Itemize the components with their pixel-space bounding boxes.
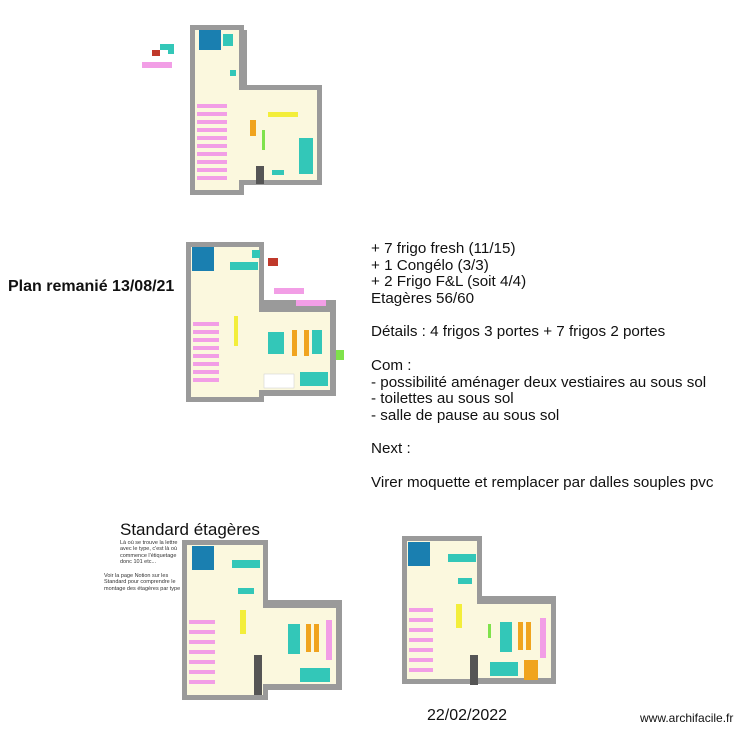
plan1-floor [195,30,239,190]
floor-plan-1 [142,25,322,195]
spacer [371,341,713,358]
plan4-counter [526,622,531,650]
note-line-fridge-fl: + 2 Frigo F&L (soit 4/4) [371,273,527,291]
note-line-freezer: + 1 Congélo (3/3) [371,256,489,274]
plan1-shelf-yellow [268,112,298,117]
plan1-fridge [168,44,174,54]
plan4-fridges [448,554,518,676]
plan4-counter [524,660,538,680]
plan2-freezer [192,247,214,271]
note-com-1: - possibilité aménager deux vestiaires a… [371,373,707,391]
plan4-counter [518,622,523,650]
floor-plan-3 [182,540,342,700]
plan3-shelves [189,620,332,684]
plan2-fridges [230,250,328,386]
plan3-shelf-yellow [240,610,246,634]
plan1-marker [262,130,265,150]
floor-plan-4 [402,536,556,685]
plan2-counter [292,330,297,356]
plan2-shelf-yellow [234,316,238,346]
plan1-fridge [230,70,236,76]
plan1-shelf [142,62,172,68]
plan1-freezer [199,30,221,50]
credit-link[interactable]: www.archifacile.fr [640,711,734,725]
plan1-fridge [272,170,284,175]
note-com-heading: Com : [371,356,412,374]
notes-block: + 7 frigo fresh (11/15) + 1 Congélo (3/3… [371,240,714,492]
plan3-fridges [232,560,330,682]
spacer [371,307,713,324]
plan-title: Plan remanié 13/08/21 [8,278,175,295]
spacer [371,424,713,441]
plan2-marker [336,350,344,360]
plan4-shelves [409,608,546,672]
plan4-freezer [408,542,430,566]
spacer [371,458,713,475]
note-com-2: - toilettes au sous sol [371,390,514,408]
note-next-1: Virer moquette et remplacer par dalles s… [371,473,714,491]
plan3-counter [306,624,311,652]
plan1-fridge [299,138,313,174]
date-label: 22/02/2022 [427,707,508,724]
plan1-stairs [256,166,264,184]
note-com-3: - salle de pause au sous sol [371,406,560,424]
note-details: Détails : 4 frigos 3 portes + 7 frigos 2… [371,323,666,341]
plan4-shelf-yellow [456,604,462,628]
plan2-room [263,373,295,389]
standard-note-2: Voir la page Notion sur les Standard pou… [104,573,181,592]
plan3-counter [314,624,319,652]
plan2-shelves [193,288,326,382]
plan1-shelves [197,104,227,180]
floor-plan-2 [186,242,344,402]
plan4-stairs [470,655,478,685]
note-line-fridge-fresh: + 7 frigo fresh (11/15) [371,240,516,257]
plan2-marker [268,258,278,266]
plan3-freezer [192,546,214,570]
note-next-heading: Next : [371,440,411,458]
plan1-counter [250,120,256,136]
plan3-stairs [254,655,262,695]
plan1-wall [239,30,247,90]
standard-note-1: Là où se trouve la lettre avec le type, … [120,540,178,566]
standard-title: Standard étagères [120,520,260,539]
plan1-fridge [223,34,233,46]
note-line-shelves: Etagères 56/60 [371,289,475,307]
plan1-fridge [160,44,168,50]
plan2-counter [304,330,309,356]
plan1-marker [152,50,160,56]
plan4-marker [488,624,491,638]
